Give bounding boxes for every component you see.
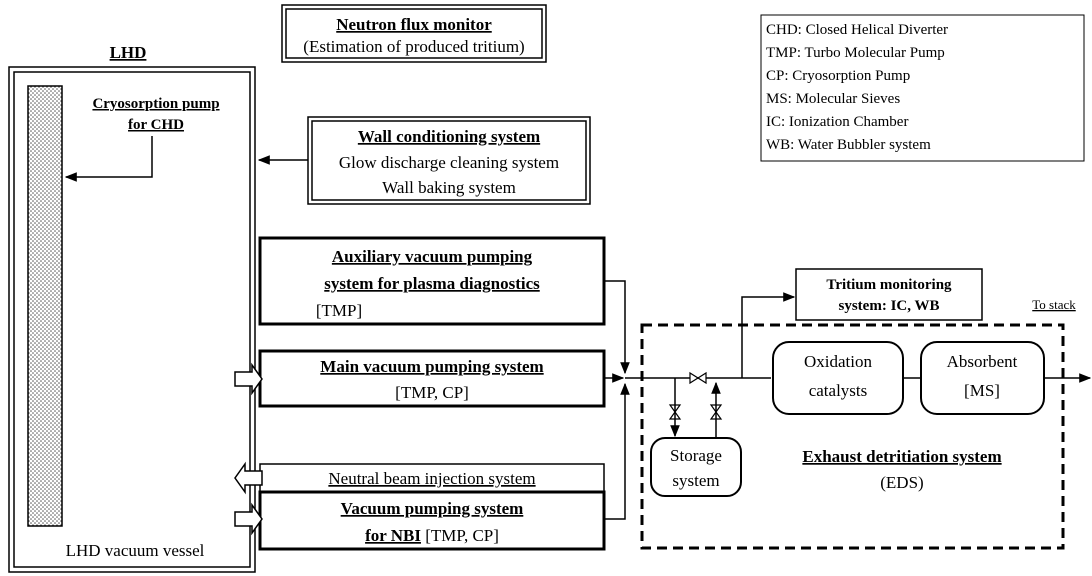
neutron-flux-monitor-box xyxy=(281,4,547,63)
legend-item: TMP: Turbo Molecular Pump xyxy=(766,45,945,61)
lhd-vessel xyxy=(8,66,256,573)
tritium-monitoring-1: Tritium monitoring xyxy=(826,277,952,293)
auxiliary-title-1: Auxiliary vacuum pumping xyxy=(332,247,533,266)
lhd-title: LHD xyxy=(110,43,147,62)
aux-to-header-line xyxy=(604,280,630,375)
to-stack-label: To stack xyxy=(1032,297,1076,312)
storage-label-1: Storage xyxy=(670,446,722,465)
legend-item: IC: Ionization Chamber xyxy=(766,114,908,130)
main-pumping-title: Main vacuum pumping system xyxy=(320,357,543,376)
legend-box xyxy=(760,14,1085,162)
cryopump-chd-label-2: for CHD xyxy=(128,117,184,133)
auxiliary-title-2: system for plasma diagnostics xyxy=(324,274,540,293)
neutron-flux-title: Neutron flux monitor xyxy=(336,15,492,34)
eds-title: Exhaust detritiation system xyxy=(802,447,1001,466)
nbi-to-header-line xyxy=(604,382,630,520)
eds-abbr: (EDS) xyxy=(880,473,923,492)
absorbent-label-2: [MS] xyxy=(964,381,1000,400)
storage-label-2: system xyxy=(672,471,719,490)
tritium-monitoring-box xyxy=(795,268,983,321)
cryopump-chd-label-1: Cryosorption pump xyxy=(92,96,219,112)
legend-item: CHD: Closed Helical Diverter xyxy=(766,22,948,38)
nbi-pumping-title-2: for NBI [TMP, CP] xyxy=(365,526,499,545)
wall-baking-label: Wall baking system xyxy=(382,178,516,197)
auxiliary-sub: [TMP] xyxy=(316,301,362,320)
legend-item: CP: Cryosorption Pump xyxy=(766,68,910,84)
legend-item: WB: Water Bubbler system xyxy=(766,137,931,153)
cryopump-chd-bar xyxy=(27,85,63,527)
glow-discharge-label: Glow discharge cleaning system xyxy=(339,153,559,172)
neutron-flux-subtitle: (Estimation of produced tritium) xyxy=(303,37,524,56)
oxidation-label-1: Oxidation xyxy=(804,352,872,371)
main-pumping-sub: [TMP, CP] xyxy=(395,383,469,402)
oxidation-label-2: catalysts xyxy=(809,381,868,400)
absorbent-label-1: Absorbent xyxy=(947,352,1018,371)
main-pumping-port-arrow xyxy=(234,362,263,396)
cryopump-arrow xyxy=(64,136,153,182)
tritium-monitor-line xyxy=(741,292,796,378)
nbi-pumping-title-1: Vacuum pumping system xyxy=(341,499,524,518)
nbi-port-arrow xyxy=(234,461,263,495)
nbi-pumping-port-arrow xyxy=(234,502,263,536)
wall-conditioning-title: Wall conditioning system xyxy=(358,127,540,146)
lhd-vessel-label: LHD vacuum vessel xyxy=(66,541,205,560)
nbi-title: Neutral beam injection system xyxy=(328,469,535,488)
eds-dashed-boundary xyxy=(640,323,1065,550)
tritium-monitoring-2: system: IC, WB xyxy=(839,298,940,314)
storage-system-box xyxy=(650,437,742,497)
main-line-valve xyxy=(689,371,707,385)
legend-item: MS: Molecular Sieves xyxy=(766,91,900,107)
